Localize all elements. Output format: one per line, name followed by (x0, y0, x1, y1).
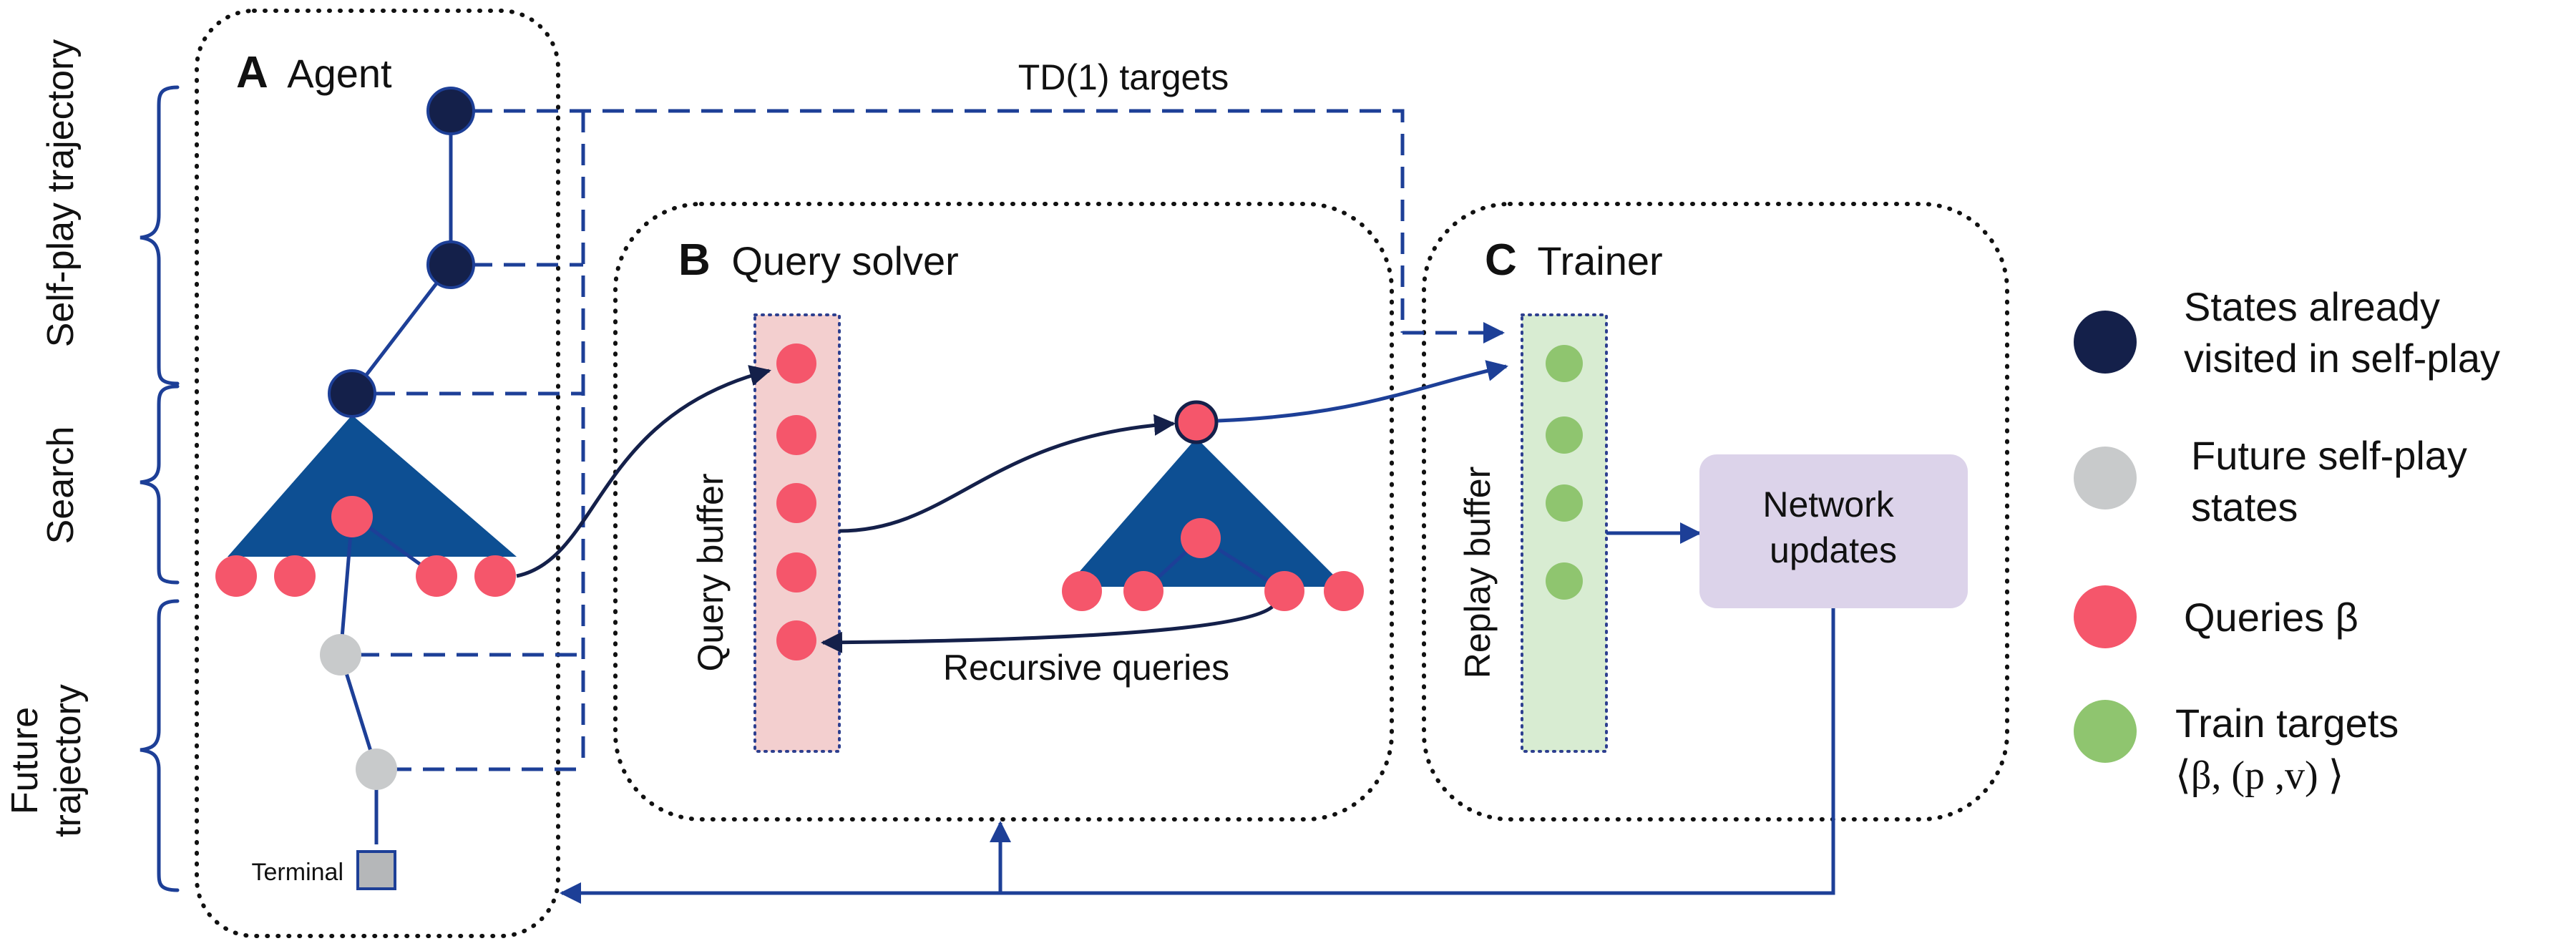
legend-states-line1: States already (2184, 284, 2440, 329)
legend: States already visited in self-play Futu… (2074, 284, 2500, 798)
query-buffer-item-2 (776, 415, 816, 455)
recursive-queries-arrow (821, 605, 1274, 653)
legend-states-text: States already visited in self-play (2184, 284, 2500, 381)
query-buffer-item-4 (776, 552, 816, 593)
replay-buffer (1521, 313, 1608, 753)
legend-train-text: Train targets ⟨β, (p ,v) ⟩ (2175, 701, 2410, 798)
td-targets-label: TD(1) targets (1018, 57, 1229, 97)
legend-queries-swatch (2074, 585, 2137, 648)
legend-future-line2: states (2191, 484, 2298, 530)
replay-buffer-label: Replay buffer (1458, 467, 1498, 678)
future-state-1 (320, 634, 361, 676)
query-solver-letter: B (678, 235, 711, 285)
train-target-4 (1546, 562, 1583, 600)
terminal-node (356, 850, 396, 890)
recursive-queries-label: Recursive queries (943, 648, 1229, 688)
brace-future (140, 599, 180, 892)
self-play-state-1 (426, 87, 475, 135)
legend-queries-text: Queries β (2184, 595, 2358, 640)
legend-future-swatch (2074, 447, 2137, 509)
self-play-state-3 (328, 369, 376, 418)
network-updates-label: Network updates (1762, 484, 1903, 570)
future-trajectory-label-line1: Future (4, 707, 46, 814)
solver-tree-shape (1066, 438, 1345, 587)
legend-states-swatch (2074, 311, 2137, 374)
query-buffer-label: Query buffer (691, 473, 731, 671)
td-line-top (471, 109, 1405, 333)
query-buffer-to-solver-arrow (839, 414, 1176, 533)
agent-query-1 (215, 555, 257, 597)
search-label: Search (40, 426, 82, 545)
solver-query-2 (1123, 571, 1163, 611)
brace-self-play (140, 85, 180, 386)
search-tree-shape (228, 415, 517, 557)
solver-query-1 (1062, 571, 1102, 611)
network-updates-box (1699, 454, 1968, 608)
agent-query-3 (416, 555, 457, 597)
agent-query-2 (274, 555, 316, 597)
agent-tree: Terminal (215, 87, 517, 890)
query-buffer-item-1 (776, 343, 816, 384)
legend-future-line1: Future self-play (2191, 433, 2467, 478)
future-trajectory-label: Future trajectory (4, 684, 89, 837)
agent-title-text: Agent (287, 51, 392, 96)
trainer-title-text: Trainer (1537, 238, 1662, 283)
legend-train-line2: ⟨β, (p ,v) ⟩ (2175, 754, 2343, 798)
network-updates-line1: Network (1762, 484, 1894, 525)
query-buffer-item-5 (776, 620, 816, 660)
self-play-trajectory-label: Self-play trajectory (40, 39, 82, 348)
legend-states-line2: visited in self-play (2184, 336, 2500, 381)
future-edges (338, 516, 379, 844)
legend-train-swatch (2074, 700, 2137, 763)
agent-letter: A (236, 48, 268, 97)
trainer-title: C Trainer (1485, 235, 1663, 285)
agent-title: A Agent (236, 48, 392, 97)
train-target-2 (1546, 416, 1583, 454)
train-target-3 (1546, 484, 1583, 522)
terminal-label: Terminal (252, 859, 343, 886)
self-play-state-2 (426, 240, 475, 289)
query-solver-panel (613, 202, 1394, 821)
legend-train-line1: Train targets (2175, 701, 2399, 746)
agent-panel (195, 9, 560, 938)
query-buffer (753, 313, 841, 753)
future-trajectory-label-line2: trajectory (47, 684, 89, 837)
network-feedback-line (560, 608, 1835, 904)
solver-query-3 (1264, 571, 1304, 611)
agent-query-center (331, 496, 373, 537)
agent-to-query-buffer-arrow (516, 365, 771, 578)
trainer-panel (1422, 202, 2009, 821)
solver-to-replay-arrow (1217, 360, 1508, 423)
query-solver-title: B Query solver (678, 235, 959, 285)
query-buffer-item-3 (776, 483, 816, 523)
solver-query-center (1181, 518, 1221, 558)
network-updates-line2: updates (1770, 530, 1897, 570)
solver-root-query (1174, 400, 1219, 444)
td-targets-connectors (358, 109, 1505, 771)
legend-future-text: Future self-play states (2191, 433, 2479, 530)
brace-search (140, 384, 180, 585)
solver-query-4 (1324, 571, 1364, 611)
solver-tree (1062, 400, 1364, 611)
agent-query-4 (474, 555, 516, 597)
future-state-2 (356, 749, 397, 790)
train-target-1 (1546, 345, 1583, 382)
trainer-letter: C (1485, 235, 1517, 285)
query-solver-title-text: Query solver (731, 238, 958, 283)
